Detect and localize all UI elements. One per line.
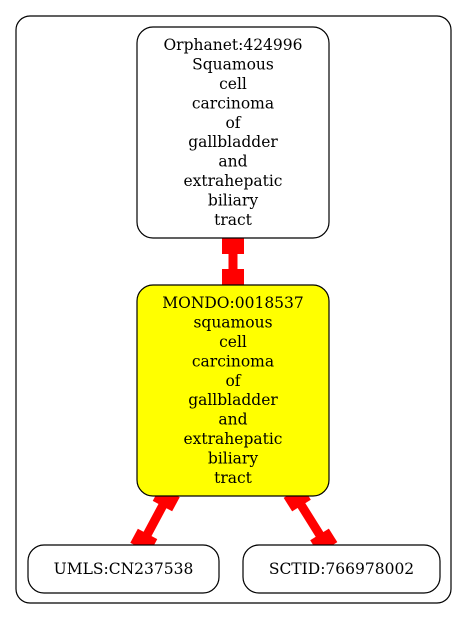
edge-orphanet-to-mondo [222, 238, 244, 285]
node-mondo-0018537-label-line: squamous [193, 314, 272, 332]
node-sctid-766978002-label-line: SCTID:766978002 [269, 560, 414, 578]
edge-mondo-to-umls [130, 486, 180, 554]
node-orphanet-424996-label-line: tract [214, 211, 253, 229]
node-mondo-0018537-label-line: tract [214, 469, 253, 487]
node-orphanet-424996-label-line: biliary [208, 191, 258, 209]
node-mondo-0018537-box [136, 284, 330, 497]
node-orphanet-424996-label-line: extrahepatic [184, 172, 283, 190]
nodes-layer: Orphanet:424996Squamouscellcarcinomaofga… [27, 26, 441, 594]
node-orphanet-424996-label-line: Squamous [192, 56, 274, 74]
cluster-frame [15, 15, 452, 604]
node-orphanet-424996-label-line: carcinoma [192, 94, 274, 112]
node-mondo-0018537-label-line: biliary [208, 449, 258, 467]
node-mondo-0018537-label-line: and [218, 411, 247, 429]
node-mondo-0018537-label-line: of [225, 372, 241, 390]
node-mondo-0018537-label-line: cell [219, 333, 247, 351]
node-umls-cn237538[interactable]: UMLS:CN237538 [27, 544, 220, 594]
edge-orphanet-to-mondo-head-marker [222, 269, 244, 285]
edge-orphanet-to-mondo-tail-marker [222, 238, 244, 254]
node-orphanet-424996-label-line: and [218, 153, 247, 171]
node-mondo-0018537-label-line: extrahepatic [184, 430, 283, 448]
node-orphanet-424996-label-line: of [225, 114, 241, 132]
node-orphanet-424996-label-line: Orphanet:424996 [163, 36, 302, 54]
node-orphanet-424996-label-line: gallbladder [188, 133, 278, 151]
node-orphanet-424996-box [136, 26, 330, 239]
node-sctid-766978002[interactable]: SCTID:766978002 [242, 544, 441, 594]
node-orphanet-424996-label-line: cell [219, 75, 247, 93]
node-mondo-0018537-label-line: MONDO:0018537 [162, 294, 304, 312]
node-umls-cn237538-label-line: UMLS:CN237538 [54, 560, 194, 578]
node-mondo-0018537-label-line: carcinoma [192, 352, 274, 370]
node-mondo-0018537-label-line: gallbladder [188, 391, 278, 409]
node-sctid-766978002-box [242, 544, 441, 594]
node-umls-cn237538-box [27, 544, 220, 594]
